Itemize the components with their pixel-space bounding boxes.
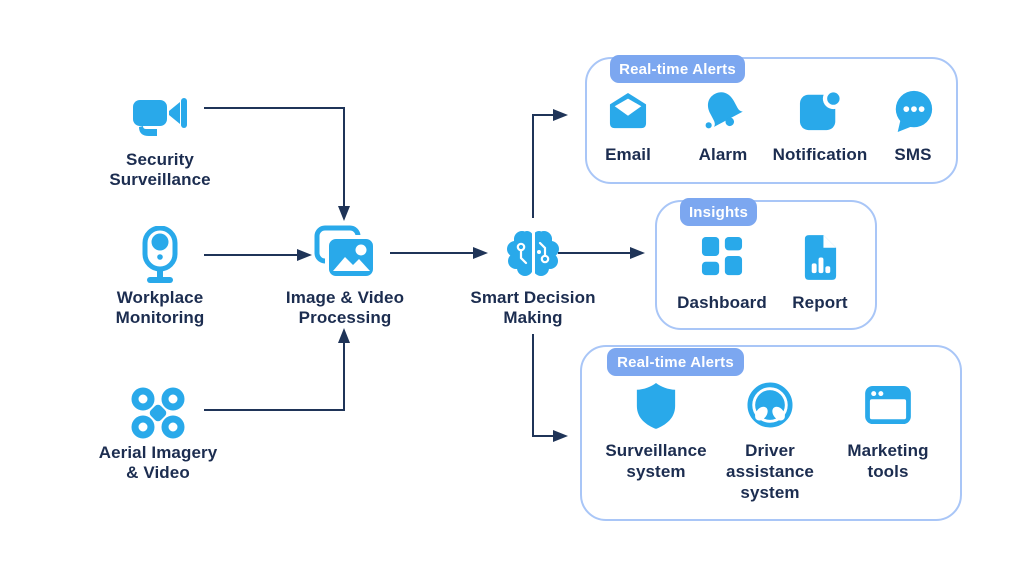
drone-icon xyxy=(129,386,187,440)
output-item-label: Notification xyxy=(772,145,868,164)
output-item-dashboard: Dashboard xyxy=(667,232,777,313)
source-label-security-surveillance: Security Surveillance xyxy=(109,150,211,189)
output-item-notification: Notification xyxy=(765,88,875,165)
dashboard-icon xyxy=(701,232,743,282)
alarm-bell-icon xyxy=(701,88,745,134)
processing-label: Image & Video Processing xyxy=(285,288,405,327)
shield-icon xyxy=(634,380,678,430)
source-label-workplace-monitoring: Workplace Monitoring xyxy=(115,288,205,327)
output-item-label: Dashboard xyxy=(677,293,767,312)
email-icon xyxy=(605,88,651,134)
output-item-label: Alarm xyxy=(698,145,748,164)
steering-wheel-icon xyxy=(747,380,793,430)
image-stack-icon xyxy=(314,224,378,282)
camcorder-icon xyxy=(130,92,190,140)
output-item-label: Email xyxy=(605,145,651,164)
output-item-label: Surveillance system xyxy=(605,441,707,481)
notification-icon xyxy=(798,88,842,134)
source-label-aerial-imagery: Aerial Imagery & Video xyxy=(98,443,218,482)
realtime-alerts-top-tag: Real-time Alerts xyxy=(610,55,745,83)
report-icon xyxy=(801,232,840,282)
output-item-driver-assistance: Driver assistance system xyxy=(715,380,825,503)
output-item-alarm: Alarm xyxy=(668,88,778,165)
output-item-surveillance-system: Surveillance system xyxy=(601,380,711,482)
realtime-alerts-bottom-tag: Real-time Alerts xyxy=(607,348,744,376)
output-item-label: Driver assistance system xyxy=(726,441,814,502)
webcam-icon xyxy=(138,226,182,284)
output-item-marketing-tools: Marketing tools xyxy=(833,380,943,482)
output-item-label: Report xyxy=(792,293,848,312)
output-item-sms: SMS xyxy=(858,88,968,165)
sms-icon xyxy=(891,88,935,134)
insights-tag: Insights xyxy=(680,198,757,226)
output-item-report: Report xyxy=(765,232,875,313)
browser-icon xyxy=(864,380,912,430)
output-item-label: Marketing tools xyxy=(847,441,929,481)
decision-label: Smart Decision Making xyxy=(470,288,596,327)
output-item-email: Email xyxy=(573,88,683,165)
ai-brain-icon xyxy=(506,227,560,279)
output-item-label: SMS xyxy=(894,145,932,164)
